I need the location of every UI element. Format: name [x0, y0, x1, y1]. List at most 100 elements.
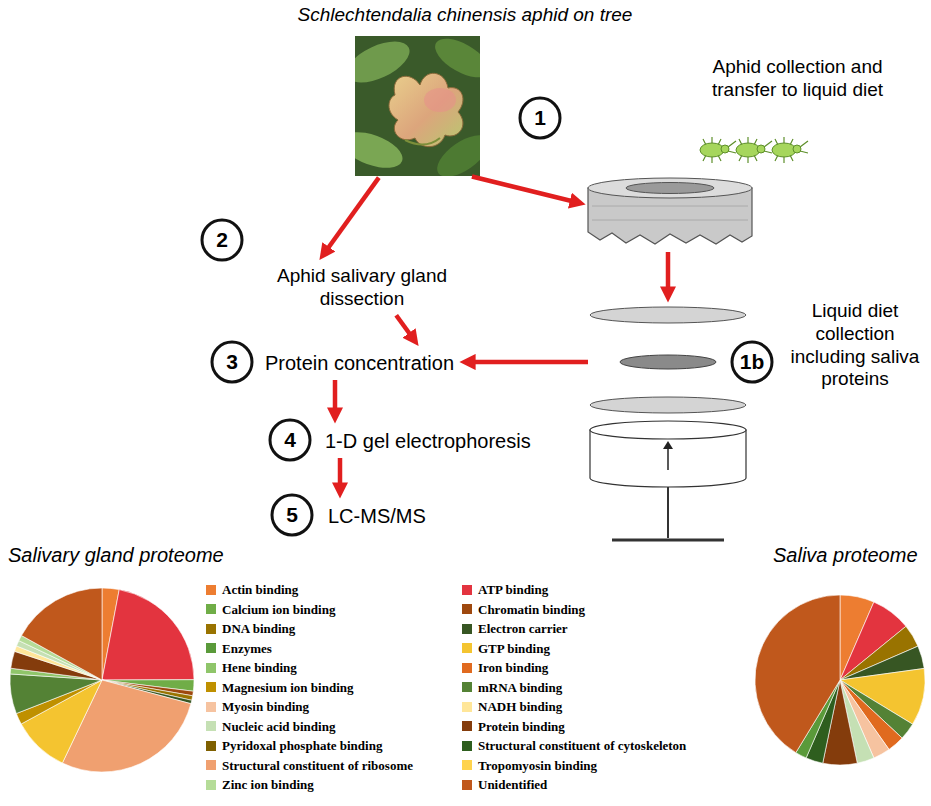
legend-swatch	[206, 721, 216, 731]
pie-slice	[102, 590, 194, 680]
leaf-gall-photo	[355, 36, 480, 176]
legend-text: Calcium ion binding	[222, 602, 335, 618]
step-number: 3	[226, 349, 238, 374]
legend-entry: Protein binding	[462, 719, 565, 735]
feeding-chamber-drawing	[588, 178, 752, 244]
legend-swatch	[206, 663, 216, 673]
step-label: LC-MS/MS	[325, 501, 429, 531]
heading-text: Schlechtendalia chinensis aphid on tree	[255, 4, 675, 27]
legend-text: Structural constituent of cytoskeleton	[478, 738, 686, 754]
legend-swatch	[462, 741, 472, 751]
legend-text: GTP binding	[478, 641, 550, 657]
aphid-icon	[700, 137, 736, 163]
legend-entry: Pyridoxal phosphate binding	[206, 738, 382, 754]
heading-anchor: Aphid collection and transfer to liquid …	[690, 56, 905, 102]
step-number: 4	[284, 427, 296, 452]
flow-arrow	[338, 458, 343, 484]
legend-swatch	[206, 604, 216, 614]
legend-text: DNA binding	[222, 621, 295, 637]
legend-swatch	[206, 624, 216, 634]
circle-shape	[272, 495, 312, 535]
feeding-chamber: Aphid collection and transfer to liquid …	[588, 178, 752, 250]
holder-base	[612, 539, 724, 542]
circle-shape	[732, 342, 772, 382]
step-number-circle: 3	[210, 340, 254, 384]
label-anchor: Salivary gland proteome	[8, 543, 224, 567]
step-number: 5	[286, 502, 298, 527]
legend-swatch	[206, 741, 216, 751]
heading-anchor: Schlechtendalia chinensis aphid on tree	[255, 4, 675, 27]
circle-shape	[270, 420, 310, 460]
legend-text: Unidentified	[478, 777, 547, 793]
flow-arrow	[474, 360, 588, 365]
legend-swatch	[462, 585, 472, 595]
legend-text: Enzymes	[222, 641, 272, 657]
legend-text: Myosin binding	[222, 699, 309, 715]
circle-shape	[212, 342, 252, 382]
step-number: 1b	[740, 349, 765, 374]
legend-swatch	[462, 682, 472, 692]
pie-layer	[10, 588, 925, 772]
step-number-circle: 2	[200, 218, 244, 262]
holder-arrowhead	[663, 441, 673, 449]
legend-entry: Iron binding	[462, 660, 548, 676]
legend-entry: DNA binding	[206, 621, 295, 637]
step-label: Aphid salivary gland dissection	[262, 262, 462, 314]
legend-text: mRNA binding	[478, 680, 562, 696]
heading-anchor: Liquid diet collection including saliva …	[785, 300, 925, 391]
legend-swatch	[206, 643, 216, 653]
legend-text: ATP binding	[478, 582, 548, 598]
legend-entry: Structural constituent of cytoskeleton	[462, 738, 686, 754]
legend-text: Zinc ion binding	[222, 777, 314, 793]
legend-swatch	[462, 663, 472, 673]
label-anchor: Saliva proteome	[773, 543, 918, 567]
chart-title: Salivary gland proteome	[8, 543, 224, 567]
membrane-disc	[590, 307, 746, 323]
flow-arrow	[472, 176, 572, 200]
legend-text: Hene binding	[222, 660, 297, 676]
legend-text: Electron carrier	[478, 621, 568, 637]
step-text: Aphid salivary gland dissection	[265, 265, 459, 311]
proteome-pie	[755, 595, 925, 765]
legend-entry: Myosin binding	[206, 699, 309, 715]
proteome-pie	[10, 588, 194, 772]
photo-node: Schlechtendalia chinensis aphid on tree	[355, 36, 480, 176]
diet-disc	[620, 355, 716, 369]
chamber-top	[588, 178, 752, 198]
step-number-circle: 1	[518, 96, 562, 140]
circle-shape	[202, 220, 242, 260]
legend-entry: Tropomyosin binding	[462, 758, 597, 774]
legend-text: Protein binding	[478, 719, 565, 735]
legend-swatch	[206, 780, 216, 790]
step-number-circle: 1b	[730, 340, 774, 384]
legend-swatch	[462, 604, 472, 614]
flow-arrow	[396, 315, 410, 334]
pie-slice	[21, 588, 102, 680]
flow-arrow	[333, 380, 338, 409]
legend-text: Structural constituent of ribosome	[222, 758, 413, 774]
step-label: Protein concentration	[262, 348, 457, 378]
legend-swatch	[206, 682, 216, 692]
step-label: 1-D gel electrophoresis	[322, 426, 534, 456]
legend-entry: Unidentified	[462, 777, 547, 793]
legend-text: Actin binding	[222, 582, 298, 598]
legend-text: Pyridoxal phosphate binding	[222, 738, 382, 754]
legend-swatch	[462, 624, 472, 634]
step-number: 1	[534, 105, 546, 130]
legend-entry: Enzymes	[206, 641, 272, 657]
legend-entry: Zinc ion binding	[206, 777, 314, 793]
chamber-texture	[592, 206, 748, 220]
circle-shape	[520, 98, 560, 138]
heading-text: Liquid diet collection including saliva …	[785, 300, 925, 391]
flow-arrow	[666, 252, 671, 288]
legend-text: Tropomyosin binding	[478, 758, 597, 774]
holder-top	[590, 421, 746, 439]
legend-entry: GTP binding	[462, 641, 550, 657]
legend-swatch	[206, 585, 216, 595]
legend-entry: Magnesium ion binding	[206, 680, 354, 696]
legend-entry: Nucleic acid binding	[206, 719, 335, 735]
pie-slice	[755, 595, 840, 753]
step-text: 1-D gel electrophoresis	[325, 429, 531, 453]
step-text: Protein concentration	[265, 351, 454, 375]
legend-text: NADH binding	[478, 699, 562, 715]
